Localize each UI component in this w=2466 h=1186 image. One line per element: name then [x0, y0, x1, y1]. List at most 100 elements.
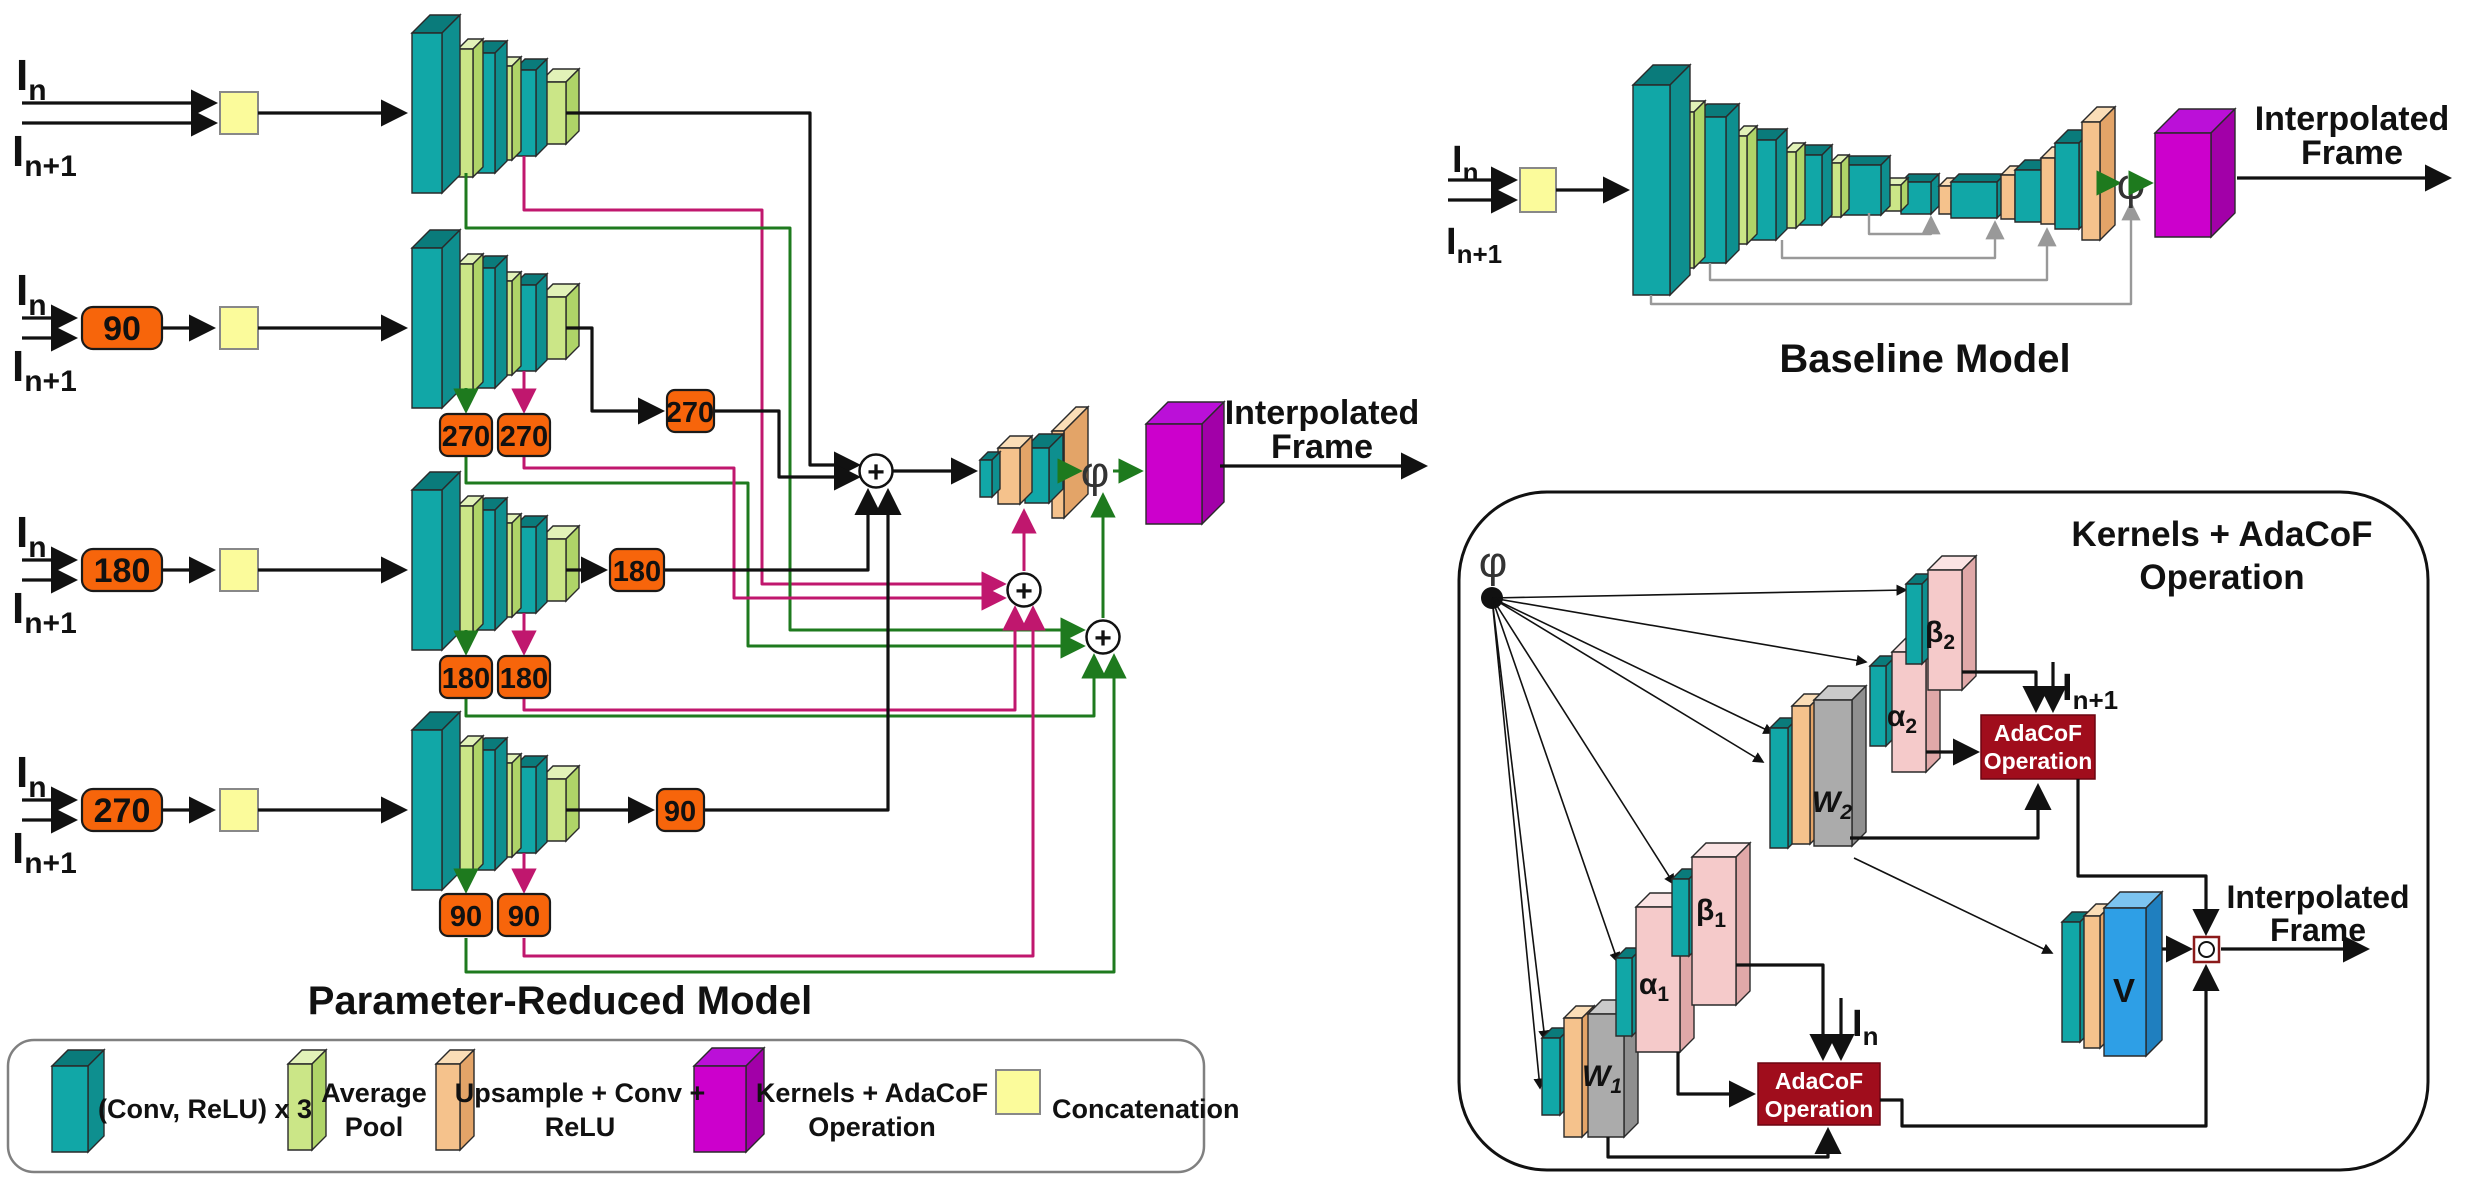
lightgreen-slab-side [511, 512, 522, 619]
row3-mid-rotation-label: 180 [613, 556, 661, 588]
peach-slab-front [1938, 185, 1952, 215]
lightgreen-slab-front [287, 1063, 313, 1151]
pink-slab-side [1735, 841, 1751, 1007]
peach-slab-side [2099, 105, 2116, 242]
alpha1-label: α1 [1639, 968, 1669, 1006]
beta1-label: β1 [1696, 894, 1726, 932]
teal-slab-front [1541, 1037, 1561, 1116]
peach-slab-front [997, 447, 1021, 505]
row2-under-label-crimson: 270 [500, 421, 548, 453]
gray-slab-front [1813, 699, 1853, 847]
row2-output-to-midbox-path [566, 326, 666, 425]
encoder-output-routes [566, 111, 979, 824]
lightgreen-slab-side [511, 752, 522, 859]
left-output-label-line1: Interpolated [1225, 394, 1420, 432]
teal-slab-side [1821, 143, 1833, 227]
teal-slab-front [1905, 583, 1923, 665]
teal-slab-side [1775, 127, 1788, 242]
magenta-slab-front [1145, 423, 1203, 525]
teal-slab-side [535, 514, 548, 615]
row1-input-bottom-label: In+1 [12, 127, 77, 183]
fan-arrow-beta2 [1491, 584, 1908, 599]
legend-kernels-label-line2: Operation [808, 1112, 936, 1142]
row1-crimson-feature-path [522, 156, 1007, 597]
teal-slab-front [51, 1065, 89, 1153]
teal-slab-front [411, 729, 443, 891]
row2-crimson-unrotated-path [522, 456, 1007, 611]
peach-slab-front [2000, 174, 2016, 220]
row1-concat-box [219, 91, 259, 135]
row3-midbox-to-sum-path [664, 487, 882, 572]
row4-under-box-crimson [496, 892, 552, 938]
baseline-skip-arc-1 [1867, 213, 1941, 236]
beta2-label: β2 [1925, 616, 1955, 654]
baseline-skip-arc-4 [1649, 201, 2141, 306]
row2-under-box-green [438, 412, 494, 458]
adacof-input-n-label: In [1852, 1003, 1878, 1051]
phi-fan-arrows [1491, 584, 1908, 1090]
teal-slab-side [1930, 172, 1940, 216]
under-rotation-boxes: 270 270 180 180 90 90 [438, 412, 552, 938]
row2-inputs: In In+1 90 [12, 266, 409, 398]
row2-rotation-label: 90 [103, 310, 141, 348]
teal-slab-side [494, 496, 508, 632]
lightgreen-slab-side [1840, 153, 1850, 219]
legend-concat-label: Concatenation [1052, 1094, 1240, 1124]
lightgreen-slab-side [472, 252, 484, 394]
row4-input-top-label: In [16, 748, 47, 804]
parameter-reduced-model-title: Parameter-Reduced Model [308, 979, 813, 1023]
alpha1-to-op1-path [1676, 1052, 1757, 1108]
legend-avgpool-label-line2: Pool [345, 1112, 404, 1142]
fan-arrow-beta1 [1491, 597, 1675, 886]
fan-arrow-w2-b [1491, 597, 1765, 763]
parameter-reduced-model: In In+1 In In+1 90 In In+1 180 [12, 13, 1429, 1023]
peach-slab-front [2081, 121, 2101, 241]
blue-slab-side [2145, 890, 2163, 1058]
magenta-slab-front [693, 1065, 747, 1153]
blue-slab-front [2103, 907, 2147, 1057]
legend-avgpool-label-line1: Average [321, 1078, 427, 1108]
legend-kernels-label-line1: Kernels + AdaCoF [756, 1078, 988, 1108]
baseline-phi-symbol: φ [2117, 160, 2146, 209]
pink-slab-side [1961, 554, 1977, 692]
beta1-to-op1-path [1736, 963, 1837, 1062]
fan-arrow-alpha2 [1491, 597, 1868, 666]
teal-slab-front [1615, 957, 1633, 1037]
teal-slab-front [2061, 921, 2081, 1043]
row4-mid-rotation-box [655, 787, 706, 833]
encoder-stack-row1 [410, 13, 581, 195]
teal-slab-front [1769, 727, 1789, 849]
adacof-output-label-line2: Frame [2270, 912, 2366, 948]
row3-crimson-unrotated-path [522, 605, 1028, 712]
row3-under-label-green: 180 [442, 663, 490, 695]
legend-concat-swatch [995, 1069, 1041, 1115]
beta1-stack [1670, 841, 1752, 1007]
peach-slab-side [1019, 434, 1033, 506]
baseline-model: In In+1 φ Interpolated Frame Baseline Mo… [1446, 63, 2453, 381]
v-occlusion-stack [2060, 890, 2164, 1058]
baseline-skip-connections [1649, 201, 2141, 306]
row3-under-box-green [438, 654, 494, 700]
baseline-skip-arc-2 [1780, 220, 2005, 260]
baseline-input-bottom-label: In+1 [1446, 221, 1502, 269]
magenta-slab-side [1201, 400, 1225, 526]
kernels-adacof-block [1144, 400, 1226, 526]
teal-slab-front [1869, 665, 1887, 747]
w2-to-v-diagonal-arrow [1853, 857, 2054, 954]
lightgreen-slab-side [511, 270, 522, 377]
beta2-to-op2-path [1962, 670, 2050, 714]
row2-concat-box [219, 306, 259, 350]
lightgreen-slab-side [1795, 141, 1806, 230]
row2-midbox-to-sum-path [714, 409, 862, 491]
fan-arrow-w1-a [1491, 597, 1550, 1042]
pink-slab-front [1635, 906, 1681, 1053]
row1-input-top-label: In [16, 51, 47, 107]
row2-mid-rotation-box [665, 388, 716, 434]
op1-label-line1: AdaCoF [1775, 1068, 1863, 1094]
decoder-stack [978, 405, 1090, 520]
teal-slab-front [2054, 142, 2080, 230]
teal-slab-front [979, 459, 993, 498]
legend-upsample-label-line2: ReLU [545, 1112, 616, 1142]
adacof-title-line2: Operation [2139, 558, 2304, 597]
teal-slab-side [441, 228, 461, 410]
